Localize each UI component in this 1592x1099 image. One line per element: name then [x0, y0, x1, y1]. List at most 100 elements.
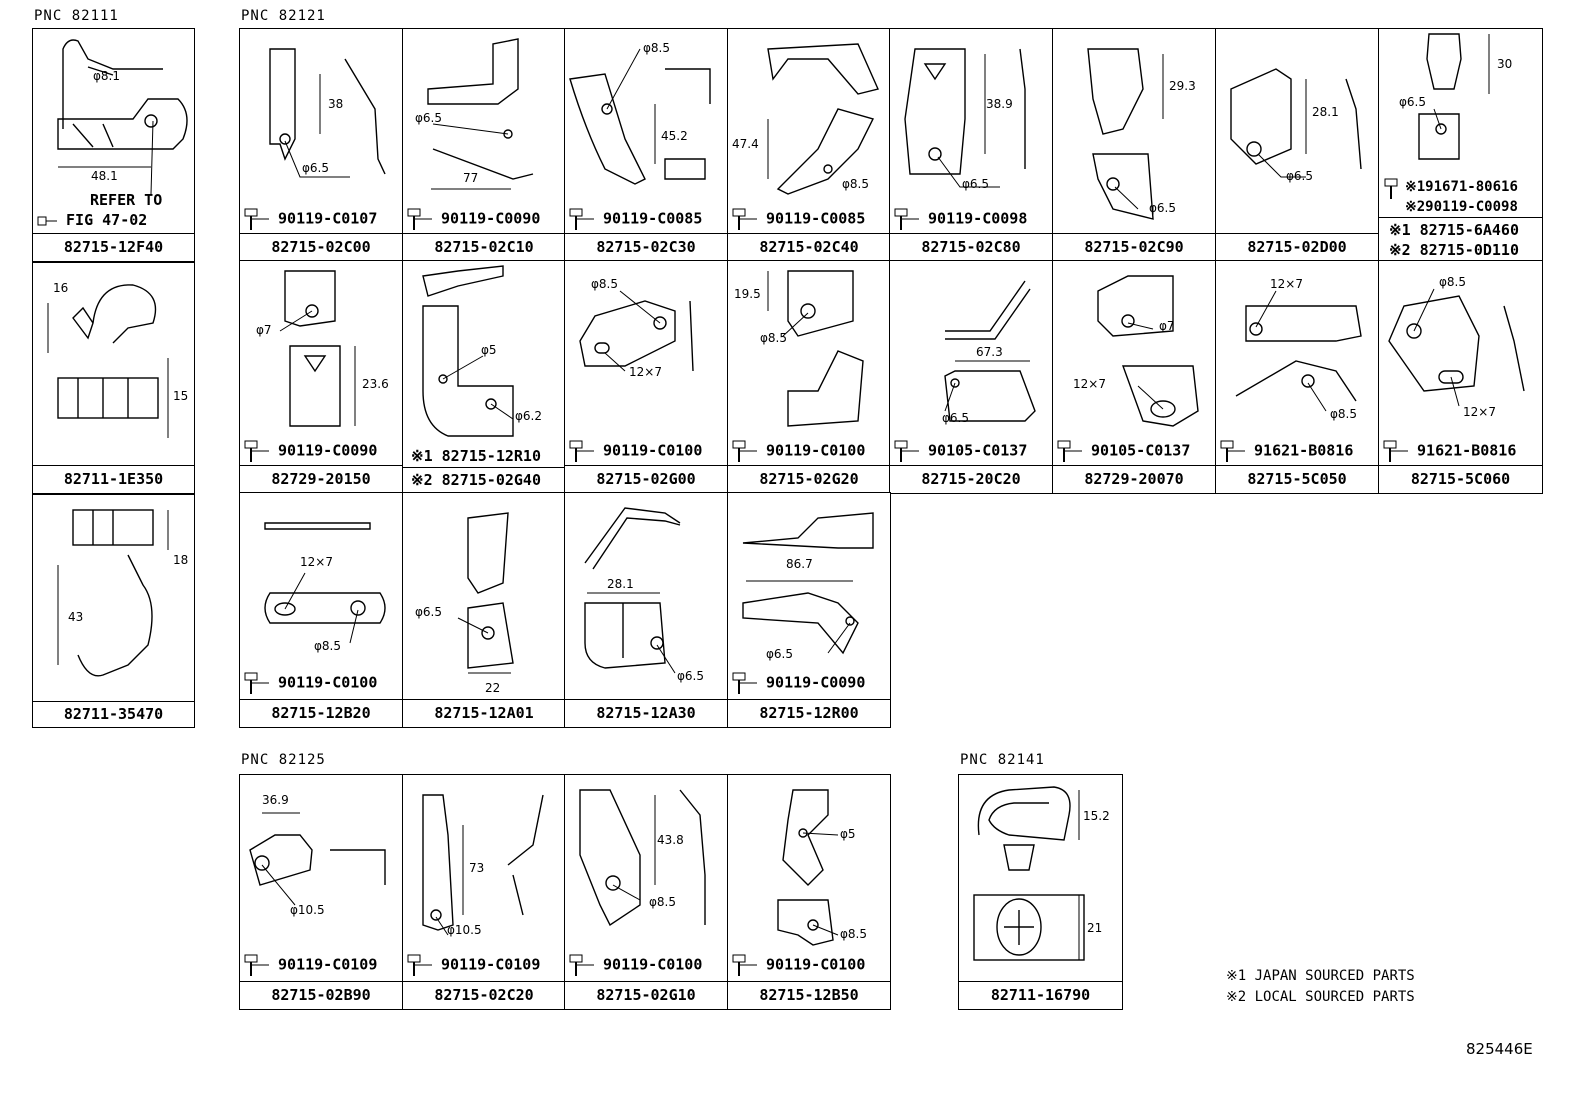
- bolt-icon: [1220, 440, 1245, 462]
- part-cell[interactable]: φ8.5 12×7 91621-B0816 82715-5C060: [1378, 260, 1543, 494]
- part-number: 82711-16790: [959, 981, 1122, 1009]
- part-cell[interactable]: φ5 φ8.5 90119-C0100 82715-12B50: [727, 774, 891, 1010]
- dimension-label: φ10.5: [447, 923, 482, 937]
- bolt-callout: 90105-C0137: [1056, 439, 1190, 463]
- dimension-label: 36.9: [262, 793, 289, 807]
- part-cell[interactable]: φ6.5 77 90119-C0090 82715-02C10: [402, 28, 566, 262]
- part-number: 82715-12B20: [240, 699, 402, 727]
- alt-part-number: ※2 82715-02G40: [411, 471, 541, 489]
- part-cell[interactable]: 29.3 φ6.5 82715-02C90: [1052, 28, 1216, 262]
- part-cell[interactable]: φ5 φ6.2 ※1 82715-12R10 ※2 82715-02G40: [402, 260, 566, 494]
- part-cell[interactable]: 73 φ10.5 90119-C0109 82715-02C20: [402, 774, 566, 1010]
- bolt-callout: 90119-C0100: [731, 953, 865, 977]
- part-cell[interactable]: 38 φ6.5 90119-C0107 82715-02C00: [239, 28, 403, 262]
- bolt-icon: [569, 440, 594, 462]
- part-number: 82729-20070: [1053, 465, 1215, 493]
- part-cell[interactable]: φ7 12×7 90105-C0137 82729-20070: [1052, 260, 1216, 494]
- bolt-icon: [569, 208, 594, 230]
- bolt-icon: [894, 208, 919, 230]
- part-number: 82715-02C40: [728, 233, 890, 261]
- bolt-callout: 90119-C0090: [406, 207, 540, 231]
- dimension-label: 28.1: [607, 577, 634, 591]
- figure-code: 825446E: [1466, 1040, 1533, 1058]
- bolt-callout: 90119-C0085: [731, 207, 865, 231]
- part-cell[interactable]: 67.3 φ6.5 90105-C0137 82715-20C20: [889, 260, 1053, 494]
- part-cell[interactable]: φ6.5 22 82715-12A01: [402, 492, 566, 728]
- dimension-label: φ8.5: [649, 895, 676, 909]
- pnc-82125-label: PNC 82125: [241, 752, 326, 768]
- alt-bolt-number: ※191671-80616: [1405, 179, 1518, 195]
- bolt-callout: 90119-C0090: [731, 671, 865, 695]
- part-cell[interactable]: 38.9 φ6.5 90119-C0098 82715-02C80: [889, 28, 1053, 262]
- part-cell[interactable]: 18 43 82711-35470: [32, 494, 195, 728]
- part-drawing: [1053, 29, 1215, 229]
- part-cell[interactable]: φ8.5 45.2 90119-C0085 82715-02C30: [564, 28, 728, 262]
- bolt-part-number: 91621-B0816: [1417, 441, 1517, 460]
- part-number: 82711-1E350: [33, 465, 194, 493]
- alt-part-number: ※1 82715-6A460: [1389, 221, 1519, 239]
- bolt-icon: [569, 954, 594, 976]
- bolt-part-number: 90119-C0085: [603, 209, 703, 228]
- dimension-label: φ8.5: [1330, 407, 1357, 421]
- part-cell[interactable]: 12×7 φ8.5 90119-C0100 82715-12B20: [239, 492, 403, 728]
- part-cell[interactable]: 47.4 φ8.5 90119-C0085 82715-02C40: [727, 28, 891, 262]
- part-cell[interactable]: 36.9 φ10.5 90119-C0109 82715-02B90: [239, 774, 403, 1010]
- dimension-label: φ8.5: [591, 277, 618, 291]
- bolt-part-number: 90119-C0090: [441, 209, 541, 228]
- part-number: 82715-02G00: [565, 465, 727, 493]
- dimension-label: 12×7: [300, 555, 333, 569]
- bolt-part-number: 90119-C0085: [766, 209, 866, 228]
- part-cell[interactable]: φ7 23.6 90119-C0090 82729-20150: [239, 260, 403, 494]
- bolt-callout: 90105-C0137: [893, 439, 1027, 463]
- dimension-label: φ8.5: [760, 331, 787, 345]
- part-number: 82711-35470: [33, 701, 194, 727]
- bolt-icon: [1384, 178, 1398, 199]
- bolt-part-number: 90105-C0137: [928, 441, 1028, 460]
- bolt-icon: [732, 440, 757, 462]
- part-number: 82715-12F40: [33, 233, 194, 261]
- bolt-icon: [732, 208, 757, 230]
- legend-japan-sourced: ※1 JAPAN SOURCED PARTS: [1226, 968, 1415, 984]
- bolt-icon: [732, 954, 757, 976]
- part-cell[interactable]: 19.5 φ8.5 90119-C0100 82715-02G20: [727, 260, 891, 494]
- part-drawing: [728, 493, 890, 693]
- part-number: 82715-12R00: [728, 699, 890, 727]
- dimension-label: φ8.1: [93, 69, 120, 83]
- part-cell[interactable]: φ8.5 12×7 90119-C0100 82715-02G00: [564, 260, 728, 494]
- dimension-label: φ8.5: [314, 639, 341, 653]
- part-cell[interactable]: 16 15 82711-1E350: [32, 262, 195, 494]
- part-cell[interactable]: 86.7 φ6.5 90119-C0090 82715-12R00: [727, 492, 891, 728]
- part-drawing: [240, 261, 402, 461]
- dimension-label: φ5: [481, 343, 497, 357]
- bolt-callout: 90119-C0090: [243, 439, 377, 463]
- bolt-callout: 90119-C0100: [568, 439, 702, 463]
- bolt-callout: 90119-C0109: [406, 953, 540, 977]
- nut-callout: FIG 47-02: [37, 211, 147, 229]
- part-cell[interactable]: 15.2 21 82711-16790: [958, 774, 1123, 1010]
- part-cell[interactable]: 12×7 φ8.5 91621-B0816 82715-5C050: [1215, 260, 1379, 494]
- bolt-callout: 90119-C0100: [731, 439, 865, 463]
- divider: [1379, 217, 1542, 218]
- part-drawing: [565, 775, 727, 975]
- dimension-label: φ6.5: [415, 111, 442, 125]
- part-drawing: [403, 261, 565, 461]
- part-number: 82715-12B50: [728, 981, 890, 1009]
- bolt-callout: 90119-C0100: [243, 671, 377, 695]
- part-cell[interactable]: 43.8 φ8.5 90119-C0100 82715-02G10: [564, 774, 728, 1010]
- dimension-label: φ8.5: [643, 41, 670, 55]
- part-drawing: [403, 493, 565, 693]
- part-number: 82715-12A01: [403, 699, 565, 727]
- part-cell[interactable]: 28.1 φ6.5 82715-12A30: [564, 492, 728, 728]
- bolt-icon: [407, 208, 432, 230]
- dimension-label: 15.2: [1083, 809, 1110, 823]
- part-drawing: [240, 29, 402, 229]
- part-cell[interactable]: 30 φ6.5 ※191671-80616 ※290119-C0098 ※1 8…: [1378, 28, 1543, 262]
- part-number: 82715-02C20: [403, 981, 565, 1009]
- part-cell[interactable]: φ8.1 48.1 REFER TO FIG 47-02 82715-12F40: [32, 28, 195, 262]
- bolt-callout: 90119-C0085: [568, 207, 702, 231]
- dimension-label: 12×7: [1270, 277, 1303, 291]
- part-drawing: [565, 493, 727, 693]
- part-cell[interactable]: 28.1 φ6.5 82715-02D00: [1215, 28, 1379, 262]
- dimension-label: φ6.5: [942, 411, 969, 425]
- part-number: 82715-02D00: [1216, 233, 1378, 261]
